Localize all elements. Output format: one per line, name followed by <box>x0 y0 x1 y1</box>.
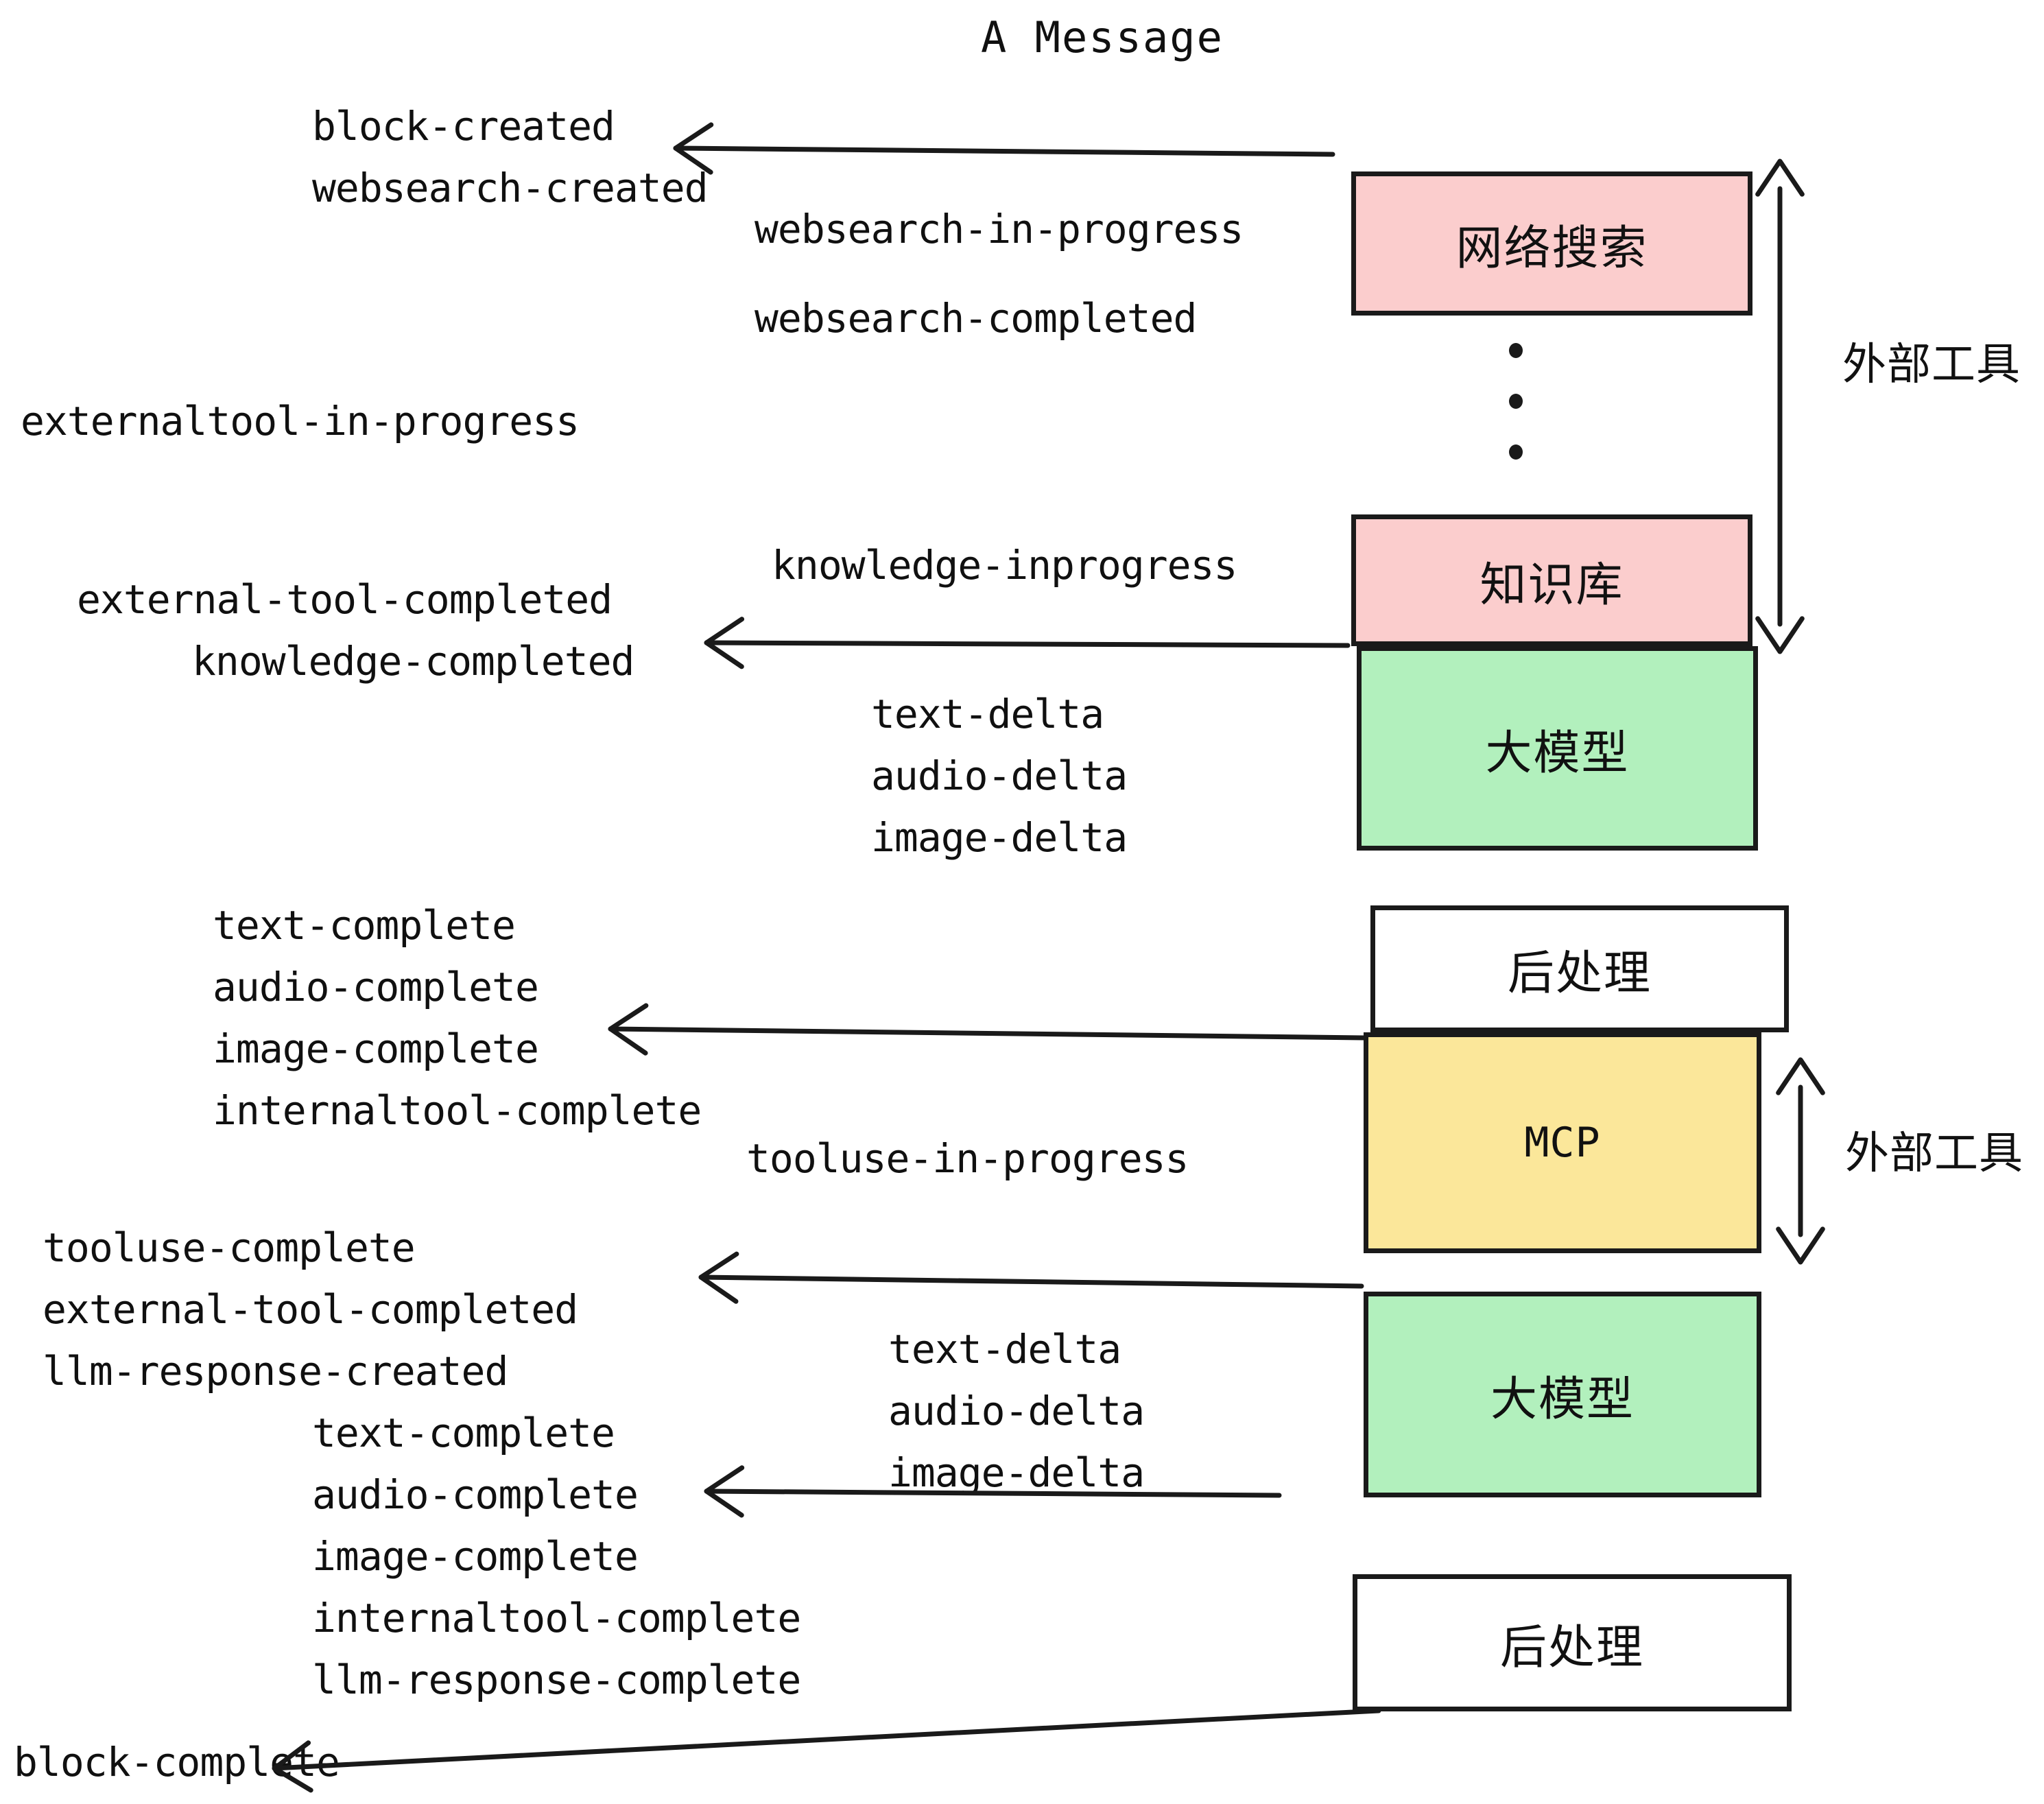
node-postprocess-top: 后处理 <box>1370 905 1789 1032</box>
event-label-image-complete-1: image-complete <box>213 1025 539 1072</box>
page-title: A Message <box>981 12 1224 62</box>
vertical-ellipsis-icon <box>1509 343 1523 460</box>
event-label-knowledge-inprogress: knowledge-inprogress <box>772 542 1237 589</box>
event-label-text-delta-2: text-delta <box>888 1326 1121 1373</box>
external-tools-arrow-top-head-down <box>1755 616 1805 654</box>
node-llm-top: 大模型 <box>1357 646 1758 851</box>
event-label-tooluse-in-progress: tooluse-in-progress <box>746 1135 1189 1182</box>
node-label: 大模型 <box>1485 726 1630 781</box>
node-label: 网络搜索 <box>1455 221 1648 276</box>
event-label-websearch-in-progress: websearch-in-progress <box>754 206 1244 252</box>
node-label: 知识库 <box>1479 558 1624 613</box>
event-label-external-tool-completed-2: external-tool-completed <box>43 1286 578 1333</box>
arrow-block-created-shaft <box>673 145 1335 157</box>
arrow-image-complete-head <box>608 1003 649 1056</box>
event-label-llm-response-complete: llm-response-complete <box>312 1657 801 1703</box>
node-label: 后处理 <box>1507 947 1652 1001</box>
node-mcp: MCP <box>1364 1032 1761 1253</box>
event-label-image-complete-2: image-complete <box>312 1533 639 1580</box>
arrow-knowledge-completed-head <box>704 617 745 669</box>
arrow-image-complete-shaft <box>608 1026 1366 1041</box>
event-label-websearch-created: websearch-created <box>312 165 709 211</box>
arrow-audio-complete-head <box>704 1465 745 1518</box>
event-label-websearch-completed: websearch-completed <box>754 295 1197 342</box>
external-tools-arrow-top-head-up <box>1755 158 1805 197</box>
event-label-image-delta-1: image-delta <box>871 814 1128 861</box>
event-label-block-complete: block-complete <box>14 1739 340 1785</box>
event-label-externaltool-in-progress: externaltool-in-progress <box>21 398 580 444</box>
arrow-knowledge-completed-shaft <box>704 640 1351 648</box>
arrow-block-complete-shaft <box>272 1708 1381 1771</box>
event-label-external-tool-completed-1: external-tool-completed <box>77 576 613 623</box>
event-label-audio-complete-2: audio-complete <box>312 1471 639 1518</box>
event-label-text-delta-1: text-delta <box>871 691 1104 737</box>
side-label-external-tools-bottom: 外部工具 <box>1845 1128 2023 1179</box>
node-websearch: 网络搜索 <box>1351 171 1752 316</box>
event-label-knowledge-completed: knowledge-completed <box>192 638 634 685</box>
event-label-audio-complete-1: audio-complete <box>213 964 539 1010</box>
event-label-text-complete-1: text-complete <box>213 902 516 949</box>
node-llm-bottom: 大模型 <box>1364 1292 1761 1497</box>
side-label-external-tools-top: 外部工具 <box>1842 340 2021 390</box>
event-label-internaltool-complete-1: internaltool-complete <box>213 1087 702 1134</box>
event-label-llm-response-created: llm-response-created <box>43 1348 508 1394</box>
external-tools-arrow-bottom-head-down <box>1776 1226 1825 1265</box>
event-label-internaltool-complete-2: internaltool-complete <box>312 1595 801 1641</box>
event-label-image-delta-2: image-delta <box>888 1449 1145 1496</box>
node-label: 后处理 <box>1499 1620 1644 1675</box>
event-label-block-created: block-created <box>312 103 615 150</box>
node-knowledge: 知识库 <box>1351 514 1752 646</box>
event-label-audio-delta-2: audio-delta <box>888 1388 1145 1434</box>
event-label-text-complete-2: text-complete <box>312 1410 615 1456</box>
node-postprocess-bottom: 后处理 <box>1353 1574 1792 1711</box>
arrow-tooluse-complete-head <box>698 1251 739 1304</box>
node-label: MCP <box>1524 1119 1601 1167</box>
event-label-tooluse-complete: tooluse-complete <box>43 1224 416 1271</box>
node-label: 大模型 <box>1490 1372 1635 1427</box>
arrow-tooluse-complete-shaft <box>698 1274 1364 1289</box>
external-tools-arrow-bottom-head-up <box>1776 1057 1825 1095</box>
event-label-audio-delta-1: audio-delta <box>871 752 1128 799</box>
